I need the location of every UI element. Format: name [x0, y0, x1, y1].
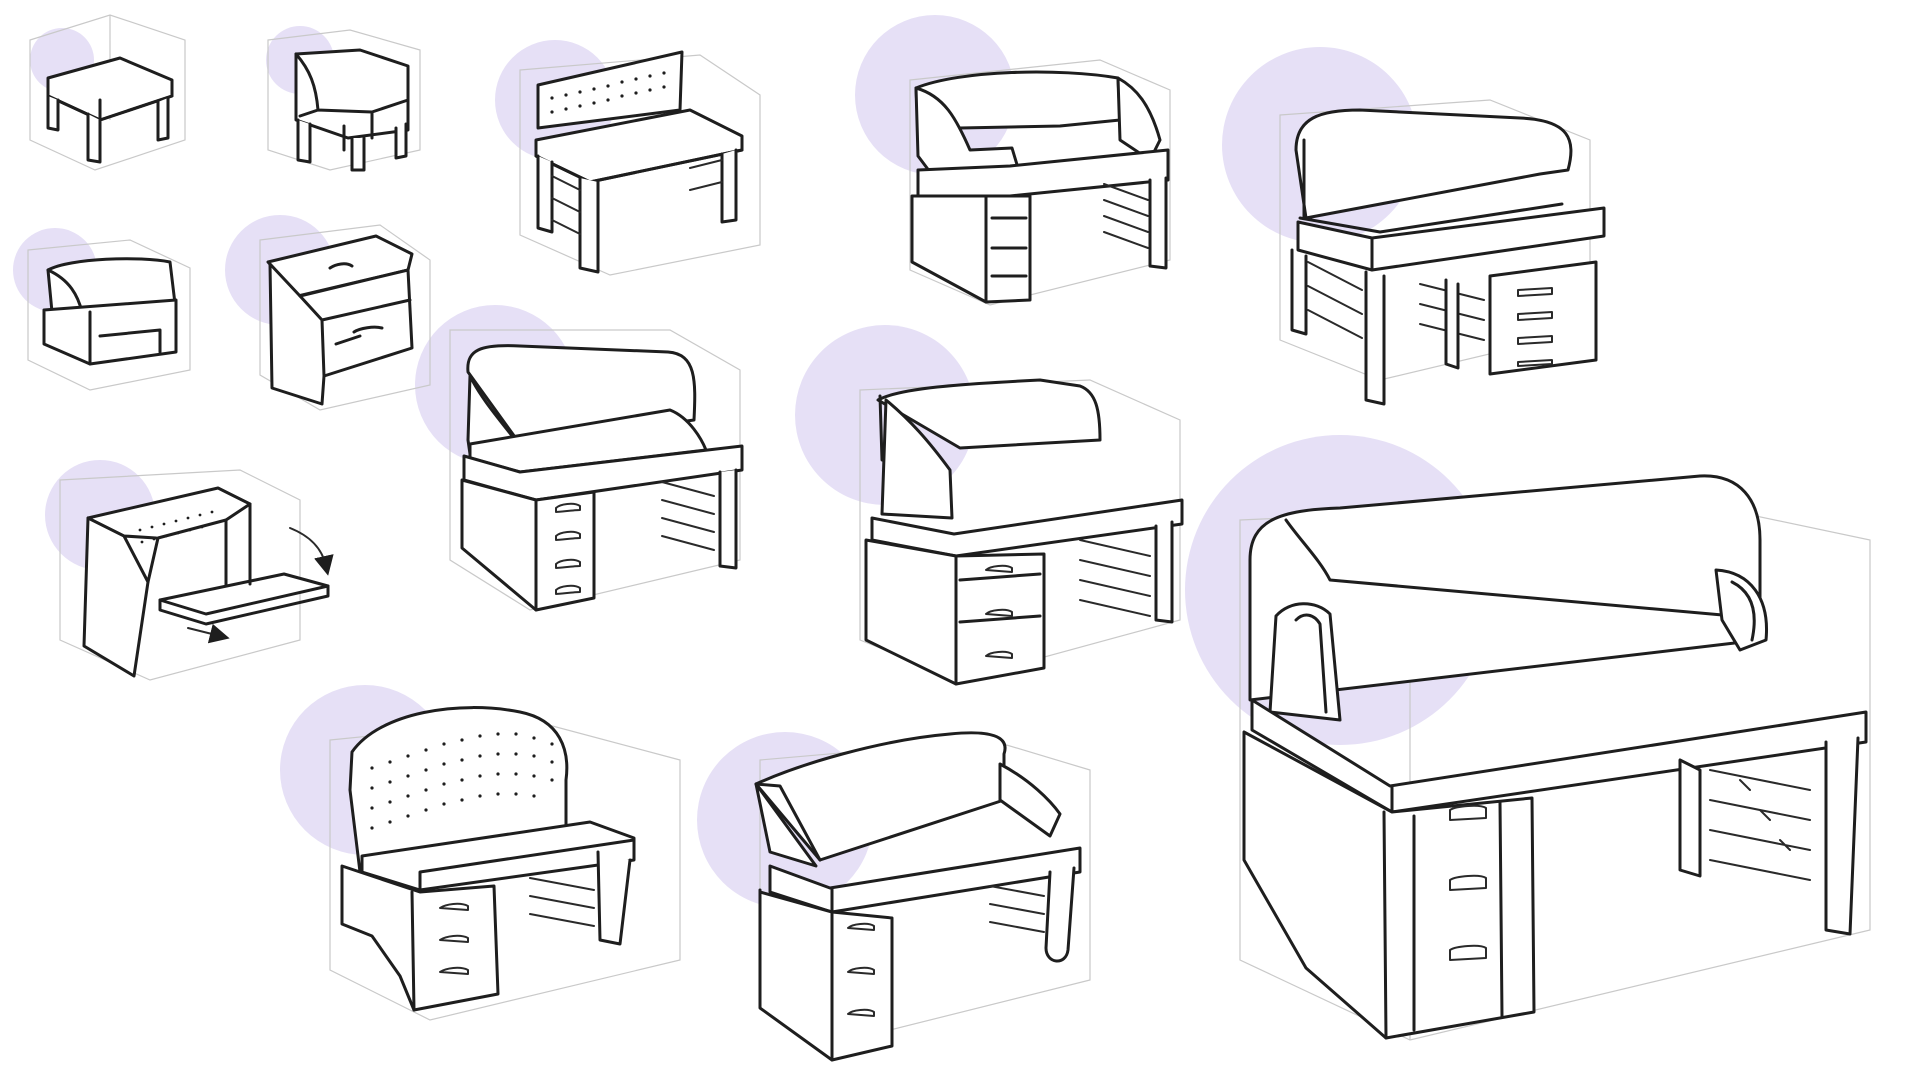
cabinet-sketch [259, 224, 431, 411]
pegboard-dots [550, 71, 666, 114]
desk-sketch [449, 329, 744, 612]
desk-sketch [859, 378, 1184, 686]
pegboard-dots [370, 732, 554, 830]
desk-sketch [1279, 99, 1606, 406]
desk-sketch [754, 731, 1091, 1062]
desk-sketch [329, 706, 681, 1021]
desk-sketch [1239, 474, 1871, 1041]
fold-down-arrow [289, 527, 334, 576]
desk-sketch [909, 59, 1171, 306]
armchair-sketch [27, 239, 191, 391]
table-sketch [29, 14, 186, 171]
desk-sketch [519, 50, 761, 276]
slide-out-arrow [187, 623, 230, 644]
chair-sketch [267, 29, 421, 172]
fold-desk-sketch [59, 469, 334, 681]
pegboard-dots [138, 510, 214, 544]
